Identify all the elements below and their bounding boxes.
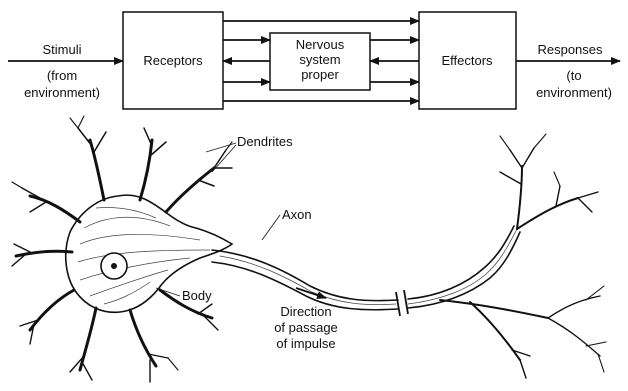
axon-break-mark-left bbox=[396, 292, 400, 316]
direction-label-line3: of impulse bbox=[276, 336, 335, 351]
stimuli-source-line1: (from bbox=[47, 68, 77, 83]
direction-label-line2: of passage bbox=[274, 320, 338, 335]
axon bbox=[212, 226, 520, 310]
block-diagram: Stimuli (from environment) Receptors Ner… bbox=[8, 12, 620, 109]
nervous-system-label-line3: proper bbox=[301, 67, 339, 82]
nucleolus bbox=[111, 263, 117, 269]
body-label: Body bbox=[182, 288, 212, 303]
responses-label: Responses bbox=[537, 42, 603, 57]
stimuli-label: Stimuli bbox=[42, 42, 81, 57]
responses-target-line1: (to bbox=[566, 68, 581, 83]
nervous-system-label-line1: Nervous bbox=[296, 37, 345, 52]
axon-pointer bbox=[262, 215, 280, 240]
axon-terminals bbox=[440, 134, 606, 378]
axon-label: Axon bbox=[282, 207, 312, 222]
receptors-label: Receptors bbox=[143, 53, 203, 68]
responses-target-line2: environment) bbox=[536, 85, 612, 100]
stimuli-source-line2: environment) bbox=[24, 85, 100, 100]
dendrites-label: Dendrites bbox=[237, 134, 293, 149]
direction-label-line1: Direction bbox=[280, 304, 331, 319]
neuron-illustration: Dendrites Axon Body Direction of passage… bbox=[12, 116, 606, 382]
nervous-system-label-line2: system bbox=[299, 52, 340, 67]
axon-break-mark-right bbox=[404, 290, 408, 314]
effectors-label: Effectors bbox=[441, 53, 493, 68]
